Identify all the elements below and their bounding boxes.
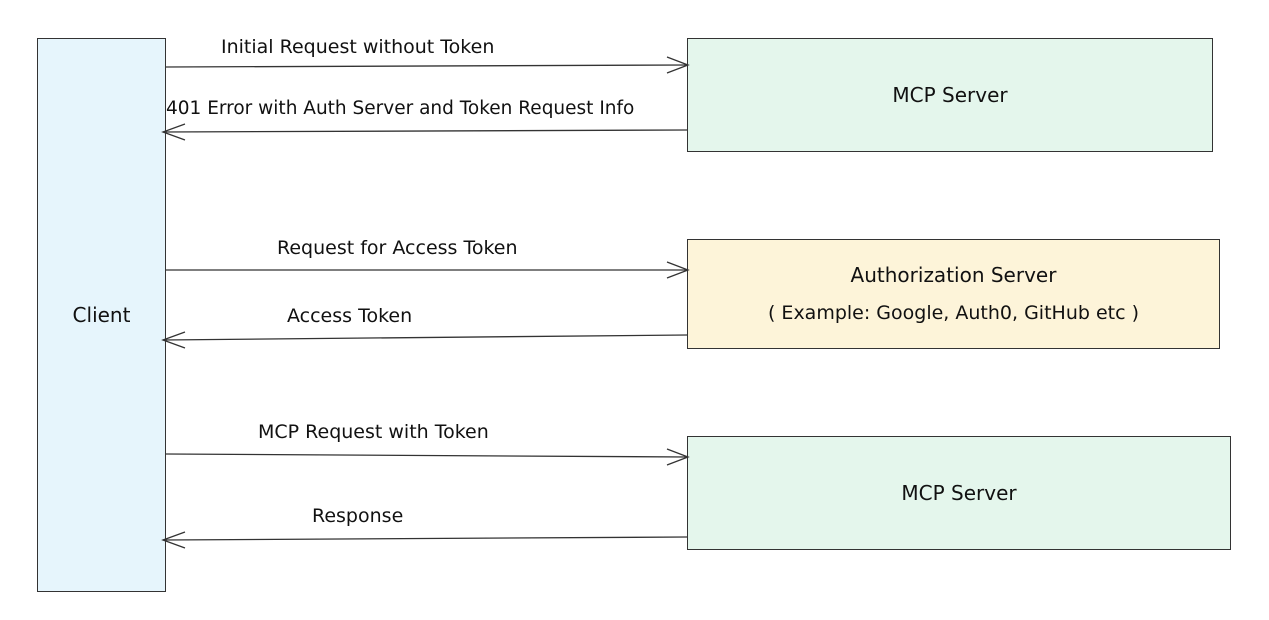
client-label: Client [72,303,131,327]
message-label-initial-request: Initial Request without Token [221,36,495,58]
mcp-server-top-label: MCP Server [892,83,1008,107]
message-label-response: Response [312,505,404,527]
message-label-access-token: Access Token [287,305,413,327]
arrow-response [161,531,688,549]
arrow-initial-request [165,56,690,74]
authorization-server-box: Authorization Server ( Example: Google, … [687,239,1220,349]
message-label-request-access-token: Request for Access Token [277,237,518,259]
arrow-request-access-token [166,261,690,279]
mcp-server-bottom-label: MCP Server [901,481,1017,505]
arrow-401-error [161,123,688,141]
arrow-mcp-request-with-token [165,448,690,466]
message-label-401-error: 401 Error with Auth Server and Token Req… [166,98,635,119]
message-label-mcp-request-with-token: MCP Request with Token [258,421,489,443]
arrow-access-token [161,331,688,349]
mcp-server-bottom-box: MCP Server [687,436,1231,550]
client-box: Client [37,38,166,592]
mcp-server-top-box: MCP Server [687,38,1213,152]
authorization-server-example: ( Example: Google, Auth0, GitHub etc ) [767,302,1140,324]
authorization-server-label: Authorization Server [850,263,1057,287]
